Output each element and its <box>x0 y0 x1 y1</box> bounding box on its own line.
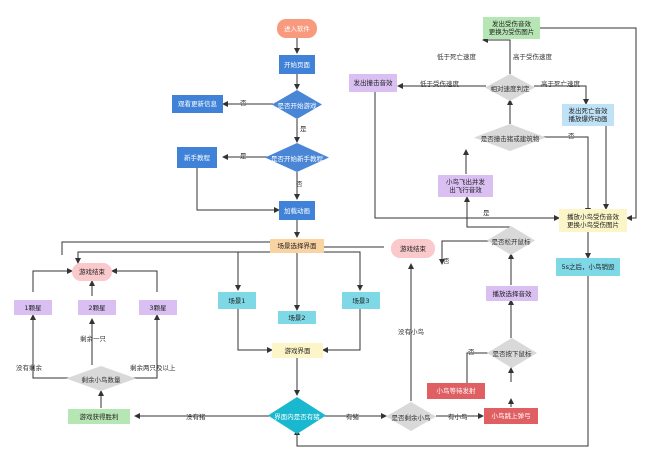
diamond-shape <box>265 143 329 172</box>
start-page-node: 开始页面 <box>279 55 315 74</box>
star1-node: 1颗星 <box>14 300 52 315</box>
label-no-pig: 没有猪 <box>186 413 206 421</box>
decision-label: 是否开始新手教程 <box>271 154 323 163</box>
game-over-left-node: 游戏结束 <box>72 263 112 281</box>
decision-label: 是否按下鼠标 <box>492 350 532 358</box>
is-start-game-decision: 是否开始游戏 <box>272 90 322 119</box>
edge-count-none <box>30 314 69 379</box>
edge-hitsound-down <box>374 91 560 221</box>
label-has-pig: 有猪 <box>346 413 359 421</box>
decision-label: 是否松开鼠标 <box>491 237 531 246</box>
edge-destroy-loop <box>294 276 589 447</box>
decision-label: 是否剩余小鸟 <box>391 413 431 422</box>
bird-count-decision: 剩余小鸟数量 <box>66 366 136 391</box>
decision-label: 相对速度判定 <box>490 84 530 93</box>
edge-count-two <box>130 314 160 379</box>
scene2-node: 场景2 <box>278 311 316 324</box>
label-lt-hurt: 低于受伤速度 <box>420 80 459 88</box>
edge-release-no <box>439 240 489 265</box>
decision-label: 界面内是否有猪 <box>274 412 320 421</box>
edge-scene-to-s3 <box>314 251 363 291</box>
decision-label: 是否撞击猪或建筑物 <box>480 134 540 143</box>
mouse-down-decision: 是否按下鼠标 <box>487 338 537 368</box>
bird-destroy-node: 5s之后，小鸟销毁 <box>556 258 620 276</box>
label-no-release: 否 <box>443 257 450 265</box>
edge-s3-to-game <box>322 309 361 353</box>
edge-release-yes <box>464 196 511 228</box>
decision-label: 是否开始游戏 <box>277 101 317 110</box>
diamond-shape <box>386 402 436 431</box>
edge-speed-up <box>482 37 511 74</box>
hit-check-decision: 是否撞击猪或建筑物 <box>474 124 546 151</box>
speed-check-decision: 相对速度判定 <box>485 74 535 101</box>
has-pig-decision: 界面内是否有猪 <box>268 397 326 434</box>
bird-hurt-node: 播放小鸟受伤音效 更换小鸟受伤图片 <box>559 209 627 232</box>
diamond-shape <box>66 366 136 391</box>
label-no-hit: 否 <box>568 132 575 140</box>
label-one-left: 剩余一只 <box>80 335 106 343</box>
label-has-bird: 有小鸟 <box>448 413 468 421</box>
hit-sound-node: 发出撞击音效 <box>349 74 397 92</box>
label-none-left: 没有剩余 <box>16 364 42 372</box>
label-no-tutorial: 否 <box>296 180 303 188</box>
hurt-sound-node: 发出受伤音效 更换为受伤图片 <box>483 17 540 39</box>
edge-speed-right <box>534 85 589 105</box>
label-yes-fly: 是 <box>483 209 490 217</box>
bird-on-sling-node: 小鸟跳上弹弓 <box>484 408 538 424</box>
diamond-shape <box>487 338 537 368</box>
edge-birds-loop-left <box>61 239 285 255</box>
edge-s1-to-game <box>237 309 273 353</box>
label-no-mouse: 否 <box>468 348 475 356</box>
label-lt-death: 低于死亡速度 <box>437 53 476 61</box>
bird-wait-node: 小鸟等待发射 <box>427 383 485 399</box>
decision-label: 剩余小鸟数量 <box>81 375 121 384</box>
start-node: 进入软件 <box>277 19 317 38</box>
tutorial-node: 新手教程 <box>177 147 217 168</box>
bird-fly-node: 小鸟飞出并发 出飞行音效 <box>438 175 493 197</box>
label-yes-tutorial: 是 <box>240 152 247 160</box>
scene3-node: 场景3 <box>342 292 380 309</box>
label-no-bird: 没有小鸟 <box>398 328 424 336</box>
label-yes: 是 <box>300 125 307 133</box>
scene1-node: 场景1 <box>218 292 256 309</box>
diamond-shape <box>485 74 535 101</box>
label-no: 否 <box>240 99 247 107</box>
edge-star1-to-over <box>32 268 73 292</box>
play-select-sound-node: 播放选择音效 <box>486 286 538 301</box>
diamond-shape <box>487 226 535 255</box>
edge-scene-to-over-left <box>75 251 284 264</box>
win-node: 游戏获得胜利 <box>68 409 130 424</box>
label-gt-hurt: 高于受伤速度 <box>513 53 552 61</box>
star2-node: 2颗星 <box>78 300 116 315</box>
game-ui-node: 游戏界面 <box>272 343 323 358</box>
diamond-shape <box>272 90 322 119</box>
view-update-node: 观看更新信息 <box>172 95 223 113</box>
mouse-release-decision: 是否松开鼠标 <box>487 226 535 255</box>
label-two-plus: 剩余两只及以上 <box>130 364 176 372</box>
edge-hit-no <box>536 136 591 214</box>
edge-star3-to-over <box>111 268 158 292</box>
loading-node: 加载动画 <box>279 201 315 220</box>
death-sound-node: 发出死亡音效 播放爆炸动画 <box>562 104 614 126</box>
game-over-mid-node: 游戏结束 <box>391 239 435 258</box>
is-tutorial-decision: 是否开始新手教程 <box>265 143 329 172</box>
diamond-shape <box>474 124 546 151</box>
edge-hurt-to-birdhurt <box>540 27 637 221</box>
diamond-shape <box>268 397 326 434</box>
label-gt-death: 高于死亡速度 <box>541 80 580 88</box>
birds-left-decision: 是否剩余小鸟 <box>386 402 436 431</box>
scene-select-node: 场景选择界面 <box>270 239 324 253</box>
edge-scene-to-s1 <box>235 251 280 291</box>
edge-tutorial-to-loading <box>196 168 280 213</box>
star3-node: 3颗星 <box>139 300 177 315</box>
